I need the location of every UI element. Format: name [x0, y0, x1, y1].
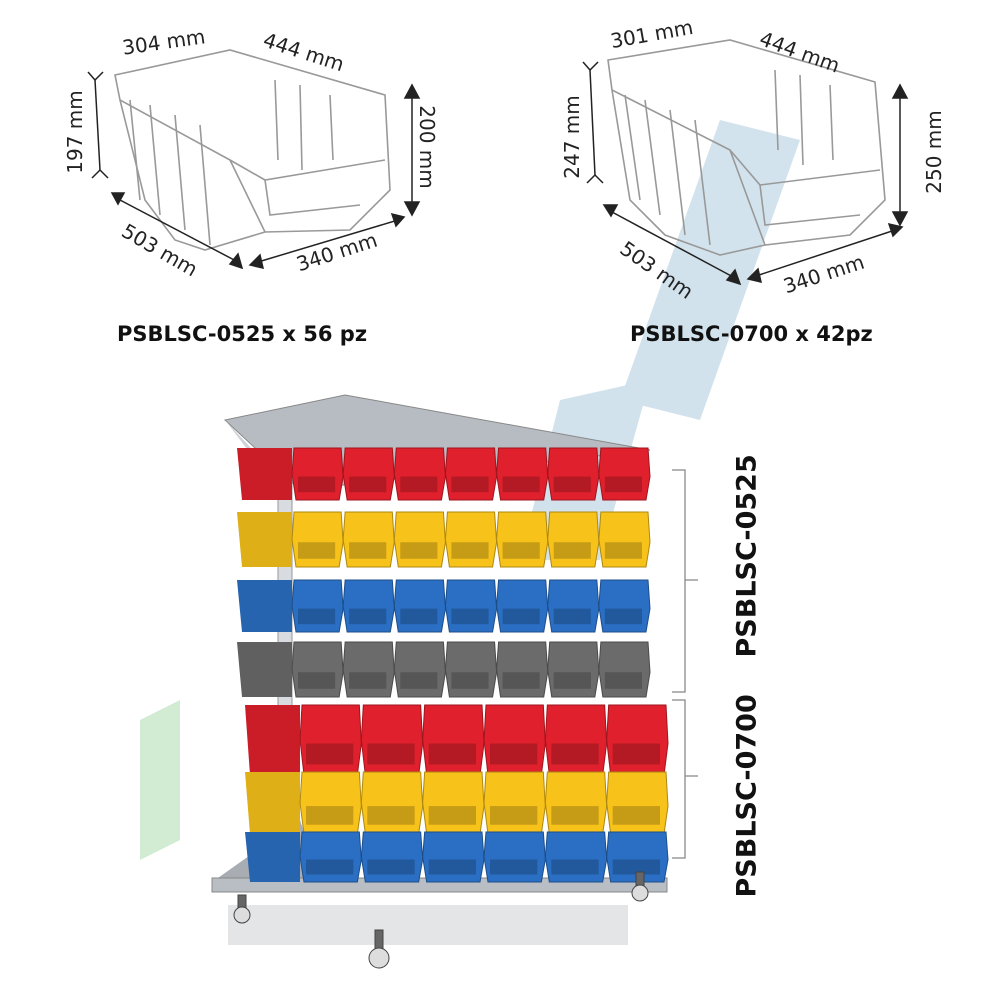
- upper-row-1-bin-label-holder: [502, 476, 540, 493]
- lower-row-3-bin-label-holder: [490, 859, 538, 875]
- upper-row-3-bin-label-holder: [349, 608, 387, 625]
- upper-row-2-bin-label-holder: [451, 542, 489, 559]
- upper-row-3-side-bin: [237, 580, 292, 632]
- upper-row-4-bin-label-holder: [400, 672, 438, 689]
- upper-row-3-bin-label-holder: [451, 608, 489, 625]
- upper-row-3-bin: [496, 579, 549, 633]
- dim-front-height: 247 mm: [559, 95, 584, 179]
- lower-row-2-side-bin: [245, 772, 300, 834]
- lower-bracket: [672, 699, 698, 859]
- upper-row-2-bin-label-holder: [349, 542, 387, 559]
- upper-row-3-bin: [393, 579, 446, 633]
- upper-row-3-bin-label-holder: [553, 608, 591, 625]
- lower-row-2-bin: [422, 771, 485, 835]
- upper-bracket: [672, 469, 698, 693]
- upper-row-3-bin: [547, 579, 600, 633]
- rack-bins: [237, 447, 669, 883]
- upper-row-1-bin-label-holder: [298, 476, 336, 493]
- upper-row-1-bin-label-holder: [553, 476, 591, 493]
- bin-large-drawing: [607, 39, 886, 256]
- lower-row-2-bin: [544, 771, 608, 835]
- bin-large-dimension-arrows: [582, 61, 909, 286]
- upper-row-1-bin-label-holder: [349, 476, 387, 493]
- upper-row-4-bin-label-holder: [502, 672, 540, 689]
- lower-row-2-bin: [606, 771, 669, 835]
- lower-row-1-side-bin: [245, 705, 300, 775]
- upper-row-3-bin-label-holder: [502, 608, 540, 625]
- lower-row-1-bin-label-holder: [490, 743, 538, 765]
- lower-row-1-bin-label-holder: [306, 743, 354, 765]
- lower-row-3-bin-label-holder: [428, 859, 476, 875]
- dim-front-height: 197 mm: [62, 90, 87, 174]
- dim-back-height: 250 mm: [921, 110, 946, 194]
- upper-row-2-side-bin: [237, 512, 292, 567]
- upper-row-2-bin-label-holder: [604, 542, 642, 559]
- upper-row-3-bin: [444, 579, 498, 633]
- upper-row-4-side-bin: [237, 642, 292, 697]
- upper-row-3-bin-label-holder: [400, 608, 438, 625]
- upper-rows-label: PSBLSC-0525: [731, 454, 763, 658]
- upper-row-3-bin: [342, 579, 395, 633]
- lower-row-3-bin-label-holder: [612, 859, 660, 875]
- lower-row-3-bin-label-holder: [306, 859, 354, 875]
- lower-row-2-bin-label-holder: [367, 806, 415, 825]
- dim-back-height: 200 mm: [414, 105, 439, 189]
- rack-wheels: [233, 871, 649, 969]
- lower-row-2-bin-label-holder: [428, 806, 476, 825]
- upper-row-1-bin-label-holder: [604, 476, 642, 493]
- bin-large-caption: PSBLSC-0700 x 42pz: [630, 322, 873, 346]
- upper-row-1-side-bin: [237, 448, 292, 500]
- upper-row-1-bin-label-holder: [400, 476, 438, 493]
- lower-row-2-bin: [360, 771, 424, 835]
- lower-row-2-bin-label-holder: [551, 806, 599, 825]
- lower-row-2-bin: [483, 771, 546, 835]
- lower-row-3-bin-label-holder: [367, 859, 415, 875]
- upper-row-2-bin-label-holder: [298, 542, 336, 559]
- bin-small-dimension-arrows: [87, 71, 421, 270]
- upper-row-2-bin-label-holder: [400, 542, 438, 559]
- upper-row-2-bin-label-holder: [553, 542, 591, 559]
- upper-row-2-bin-label-holder: [502, 542, 540, 559]
- lower-row-2-bin: [299, 771, 362, 835]
- bin-small-caption: PSBLSC-0525 x 56 pz: [117, 322, 368, 346]
- lower-row-2-bin-label-holder: [490, 806, 538, 825]
- bin-small-drawing: [114, 49, 391, 251]
- upper-row-1-bin-label-holder: [451, 476, 489, 493]
- lower-row-1-bin-label-holder: [367, 743, 415, 765]
- lower-row-1-bin-label-holder: [428, 743, 476, 765]
- upper-row-4-bin-label-holder: [451, 672, 489, 689]
- lower-row-3-bin-label-holder: [551, 859, 599, 875]
- upper-row-4-bin-label-holder: [349, 672, 387, 689]
- upper-row-3-bin: [291, 579, 344, 633]
- upper-row-4-bin-label-holder: [604, 672, 642, 689]
- lower-rows-label: PSBLSC-0700: [731, 694, 763, 898]
- lower-row-2-bin-label-holder: [306, 806, 354, 825]
- upper-row-3-bin-label-holder: [604, 608, 642, 625]
- upper-row-4-bin-label-holder: [553, 672, 591, 689]
- upper-row-4-bin-label-holder: [298, 672, 336, 689]
- upper-row-3-bin: [598, 579, 651, 633]
- lower-row-1-bin-label-holder: [551, 743, 599, 765]
- lower-row-3-side-bin: [245, 832, 300, 882]
- lower-row-1-bin-label-holder: [612, 743, 660, 765]
- upper-row-3-bin-label-holder: [298, 608, 336, 625]
- lower-row-2-bin-label-holder: [612, 806, 660, 825]
